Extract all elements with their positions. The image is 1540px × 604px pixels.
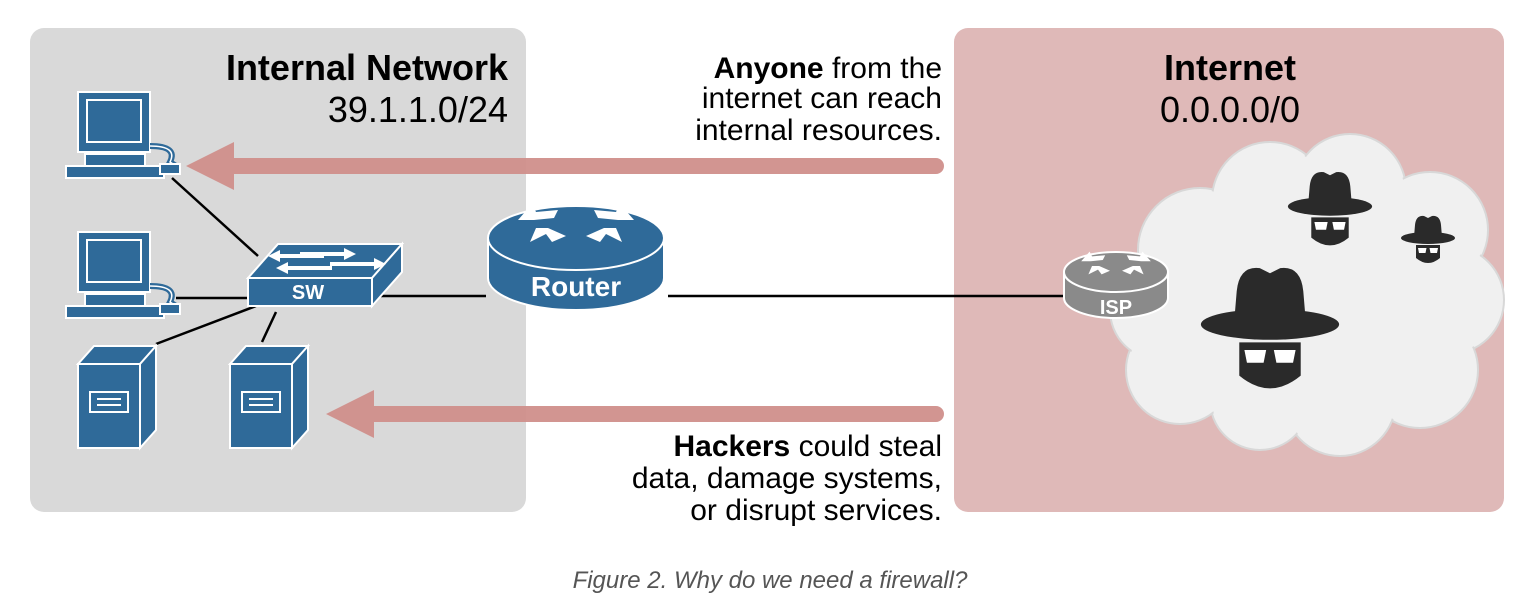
note-top-bold: Anyone xyxy=(714,52,824,85)
router-label: Router xyxy=(531,271,621,302)
isp-router-icon: ISP xyxy=(1063,251,1169,319)
arrow-bottom xyxy=(326,390,944,438)
note-bottom-bold: Hackers xyxy=(673,430,790,463)
note-bottom-line2: data, damage systems, xyxy=(632,462,942,495)
note-bottom-rest: could steal xyxy=(790,430,942,463)
internet-subnet: 0.0.0.0/0 xyxy=(1160,89,1300,130)
switch-icon: SW xyxy=(245,241,405,309)
note-top-line3: internal resources. xyxy=(695,114,942,147)
isp-label: ISP xyxy=(1100,297,1132,319)
note-bottom-line1: Hackers could steal xyxy=(673,430,942,463)
connection-lines xyxy=(155,177,1064,346)
internal-network-title: Internal Network xyxy=(226,47,509,88)
server-icon xyxy=(77,345,157,449)
note-top-line2: internet can reach xyxy=(702,82,942,115)
internet-title: Internet xyxy=(1164,47,1296,88)
note-bottom-line3: or disrupt services. xyxy=(690,494,942,527)
arrow-top xyxy=(186,142,944,190)
switch-label: SW xyxy=(292,282,324,304)
server-icon xyxy=(229,345,309,449)
note-top-line1: Anyone from the xyxy=(714,52,942,85)
internal-network-subnet: 39.1.1.0/24 xyxy=(328,89,508,130)
router-icon: Router xyxy=(487,204,665,311)
note-top-rest: from the xyxy=(824,52,942,85)
figure-caption: Figure 2. Why do we need a firewall? xyxy=(573,567,969,594)
